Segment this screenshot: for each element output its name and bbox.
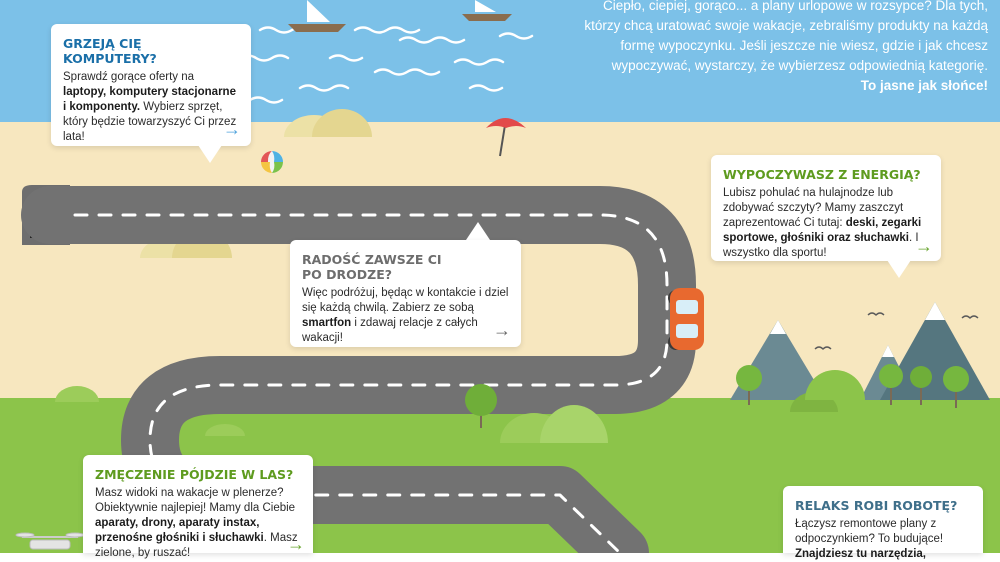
card-computers-text: Sprawdź gorące oferty na laptopy, komput… — [63, 71, 237, 143]
green-hills — [55, 370, 865, 443]
intro-line-1: Ciepło, ciepiej, gorąco... a plany urlop… — [603, 0, 988, 13]
sailboat-2 — [462, 0, 512, 21]
card-energy-text: Lubisz pohulać na hulajnodze lub zdobywa… — [723, 187, 922, 259]
orange-car — [668, 288, 704, 350]
intro-line-3: formę wypoczynku. Jeśli jeszcze nie wies… — [620, 38, 988, 53]
intro-line-4: wypoczywać, wystarczy, że wybierzesz odp… — [611, 58, 988, 73]
sailboat-1 — [288, 0, 346, 32]
card-relax[interactable]: RELAKS ROBI ROBOTĘ? Łączysz remontowe pl… — [783, 486, 983, 560]
card-forest-text: Masz widoki na wakacje w plenerze? Obiek… — [95, 487, 298, 559]
card-road-pointer — [466, 222, 490, 240]
drone — [15, 532, 85, 550]
intro-text: Ciepło, ciepiej, gorąco... a plany urlop… — [468, 0, 988, 96]
card-computers-pointer — [198, 145, 222, 163]
intro-line-2: którzy chcą uratować swoje wakacje, zebr… — [584, 18, 988, 33]
card-forest[interactable]: ZMĘCZENIE PÓJDZIE W LAS? Masz widoki na … — [83, 455, 313, 559]
card-energy-arrow-icon[interactable]: → — [915, 236, 933, 256]
card-energy[interactable]: WYPOCZYWASZ Z ENERGIĄ? Lubisz pohulać na… — [711, 155, 941, 261]
card-relax-title: RELAKS ROBI ROBOTĘ? — [795, 498, 958, 513]
card-road[interactable]: RADOŚĆ ZAWSZE CI PO DRODZE? Więc podróżu… — [290, 240, 521, 347]
beach-umbrella — [486, 118, 526, 157]
card-road-arrow-icon[interactable]: → — [493, 320, 511, 340]
intro-cta: To jasne jak słońce! — [860, 78, 988, 93]
card-road-title: RADOŚĆ ZAWSZE CI PO DRODZE? — [302, 252, 442, 282]
card-computers[interactable]: GRZEJĄ CIĘ KOMPUTERY? Sprawdź gorące ofe… — [51, 24, 251, 146]
card-forest-title: ZMĘCZENIE PÓJDZIE W LAS? — [95, 467, 294, 482]
card-energy-title: WYPOCZYWASZ Z ENERGIĄ? — [723, 167, 921, 182]
card-forest-arrow-icon[interactable]: → — [287, 534, 305, 554]
card-computers-title: GRZEJĄ CIĘ KOMPUTERY? — [63, 36, 157, 66]
trees — [465, 364, 969, 428]
beach-ball — [261, 151, 283, 173]
card-energy-pointer — [887, 260, 911, 278]
card-road-text: Więc podróżuj, będąc w kontakcie i dziel… — [302, 287, 509, 344]
card-computers-arrow-icon[interactable]: → — [223, 119, 241, 139]
birds — [814, 312, 979, 350]
card-relax-text: Łączysz remontowe plany z odpoczynkiem? … — [795, 518, 944, 560]
